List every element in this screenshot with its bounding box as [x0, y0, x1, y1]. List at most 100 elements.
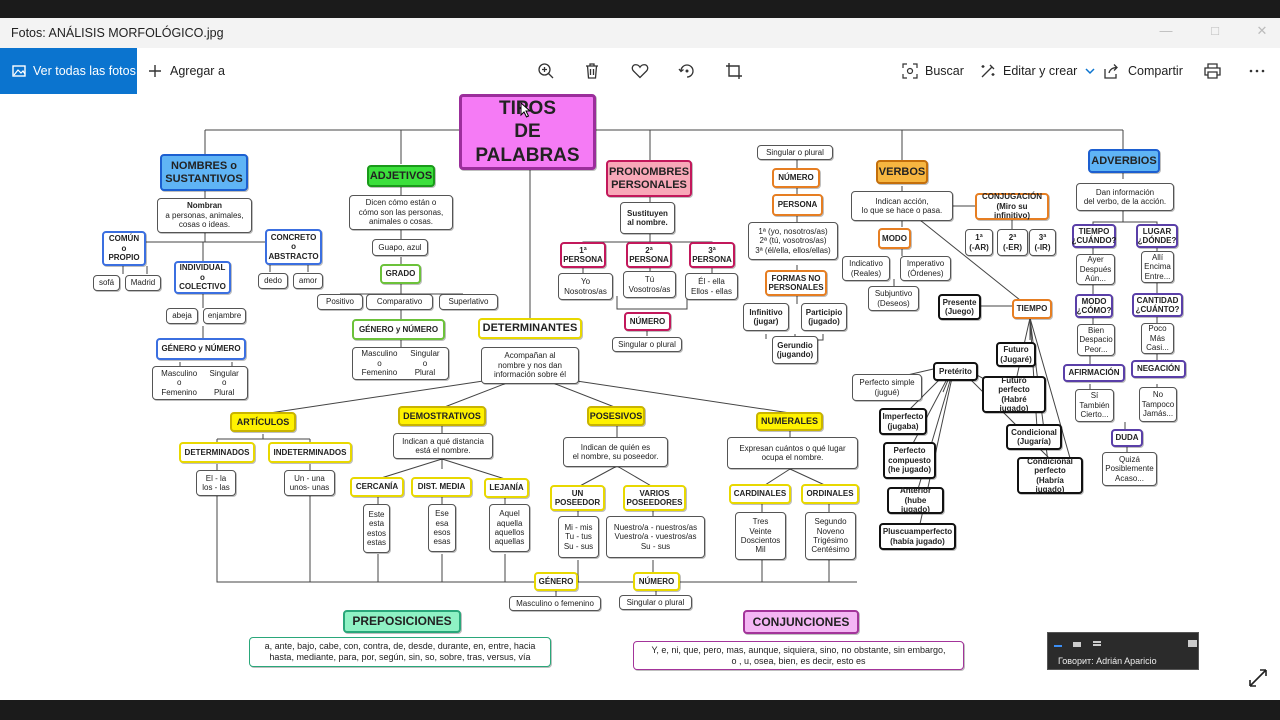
- node-adjetivos: ADJETIVOS: [367, 165, 435, 187]
- adj-sing-plural: Singular o Plural: [410, 349, 440, 378]
- node-adverbio-cantidad: CANTIDAD ¿CUÁNTO?: [1132, 293, 1183, 317]
- node-duda: DUDA: [1111, 429, 1143, 447]
- add-to-button[interactable]: Agregar a: [148, 48, 225, 94]
- zoom-in-icon: [538, 63, 554, 79]
- share-button[interactable]: Compartir: [1104, 48, 1183, 94]
- node-determinantes-definition: Acompañan al nombre y nos dan informació…: [481, 347, 579, 384]
- node-tiempo: TIEMPO: [1012, 299, 1052, 319]
- node-cercania-examples: Este esta estos estas: [363, 504, 390, 553]
- top-black-bar: [0, 0, 1280, 18]
- node-demostrativos: DEMOSTRATIVOS: [398, 406, 486, 426]
- node-gerundio: Gerundio (jugando): [772, 336, 818, 364]
- node-formas-no-personales: FORMAS NO PERSONALES: [765, 270, 827, 296]
- node-adjectives-genero-numero: GÉNERO y NÚMERO: [352, 319, 445, 340]
- node-adverbio-lugar: LUGAR ¿DÓNDE?: [1136, 224, 1178, 248]
- node-primera-conjugacion: 1ª (-AR): [965, 229, 993, 256]
- node-determinantes-genero: GÉNERO: [534, 572, 578, 591]
- add-to-label: Agregar a: [170, 64, 225, 78]
- node-tercera-persona: 3ª PERSONA: [689, 242, 735, 268]
- node-madrid: Madrid: [125, 275, 161, 291]
- node-adverbio-modo: MODO ¿CÓMO?: [1075, 294, 1113, 318]
- node-infinitivo: Infinitivo (jugar): [743, 303, 789, 331]
- zoom-in-button[interactable]: [537, 48, 555, 94]
- node-dedo: dedo: [258, 273, 288, 289]
- node-un-poseedor-examples: Mi - mis Tu - tus Su - sus: [558, 516, 599, 558]
- window-titlebar: Fotos: ANÁLISIS MORFOLÓGICO.jpg — □ ✕: [0, 18, 1280, 48]
- node-persona-examples: 1ª (yo, nosotros/as) 2ª (tú, vosotros/as…: [748, 222, 838, 260]
- rotate-button[interactable]: [678, 48, 696, 94]
- node-p3-examples: Él - ella Ellos - ellas: [685, 273, 738, 300]
- node-pronouns-singular-plural: Singular o plural: [612, 337, 682, 352]
- more-dots-icon: [1249, 69, 1265, 73]
- node-conjunciones-list: Y, e, ni, que, pero, mas, aunque, siquie…: [633, 641, 964, 670]
- speaker-overlay: Говорит: Adrián Aparicio: [1047, 632, 1199, 670]
- view-all-photos-button[interactable]: Ver todas las fotos: [0, 48, 137, 94]
- node-futuro: Futuro (Jugaré): [996, 342, 1036, 367]
- close-icon[interactable]: ✕: [1256, 23, 1268, 38]
- node-participio: Participio (jugado): [801, 303, 847, 331]
- node-p2-examples: Tú Vosotros/as: [623, 271, 676, 298]
- node-determinantes-numero: NÚMERO: [633, 572, 680, 591]
- window-title: Fotos: ANÁLISIS MORFOLÓGICO.jpg: [11, 26, 224, 40]
- node-modo-examples: Bien Despacio Peor...: [1077, 324, 1115, 356]
- layout-icons: [1054, 640, 1197, 647]
- node-sofa: sofá: [93, 275, 120, 291]
- node-indeterminados: INDETERMINADOS: [268, 442, 352, 463]
- node-superlativo: Superlativo: [439, 294, 498, 310]
- node-individual-colectivo: INDIVIDUAL o COLECTIVO: [174, 261, 231, 294]
- more-options-button[interactable]: [1249, 48, 1265, 94]
- favorite-button[interactable]: [631, 48, 649, 94]
- gallery-icon: [12, 65, 26, 77]
- node-posesivos: POSESIVOS: [587, 406, 645, 426]
- node-preterito: Pretérito: [933, 362, 978, 381]
- print-button[interactable]: [1204, 48, 1221, 94]
- node-negacion: NEGACIÓN: [1131, 360, 1186, 378]
- node-demostrativos-definition: Indican a qué distancia está el nombre.: [393, 433, 493, 459]
- node-concreto-abstracto: CONCRETO o ABSTRACTO: [265, 229, 322, 265]
- node-subjuntivo: Subjuntivo (Deseos): [868, 286, 919, 311]
- node-anterior: Anterior (hube jugado): [887, 486, 944, 514]
- node-adverbs-definition: Dan información del verbo, de la acción.: [1076, 183, 1174, 211]
- node-determinados-examples: El - la los - las: [196, 470, 236, 496]
- node-segunda-persona: 2ª PERSONA: [626, 242, 672, 268]
- photo-viewer: TIPOS DE PALABRAS NOMBRES o SUSTANTIVOS …: [0, 94, 1280, 700]
- node-determinados: DETERMINADOS: [179, 442, 255, 463]
- node-numerales: NUMERALES: [756, 412, 823, 431]
- heart-icon: [631, 64, 649, 79]
- node-nombres-sustantivos: NOMBRES o SUSTANTIVOS: [160, 154, 248, 191]
- node-preposiciones-list: a, ante, bajo, cabe, con, contra, de, de…: [249, 637, 551, 667]
- node-verbos: VERBOS: [876, 160, 928, 184]
- node-abeja: abeja: [166, 308, 198, 324]
- node-numerales-definition: Expresan cuántos o qué lugar ocupa el no…: [727, 437, 858, 469]
- crop-button[interactable]: [725, 48, 743, 94]
- trash-icon: [586, 63, 598, 79]
- node-tercera-conjugacion: 3ª (-IR): [1029, 229, 1056, 256]
- edit-create-button[interactable]: Editar y crear: [980, 48, 1095, 94]
- fullscreen-expand-icon[interactable]: [1248, 668, 1268, 688]
- node-distancia-examples: Ese esa esos esas: [428, 504, 456, 552]
- node-imperfecto: Imperfecto (jugaba): [879, 408, 927, 435]
- node-lejania: LEJANÍA: [484, 478, 529, 498]
- node-amor: amor: [293, 273, 323, 289]
- node-positivo: Positivo: [317, 294, 363, 310]
- node-distancia-media: DIST. MEDIA: [411, 477, 472, 497]
- maximize-icon[interactable]: □: [1211, 23, 1219, 38]
- nouns-def-bold: Nombran: [186, 201, 223, 211]
- view-all-label: Ver todas las fotos: [33, 64, 136, 78]
- node-negacion-examples: No Tampoco Jamás...: [1139, 387, 1177, 422]
- search-label: Buscar: [925, 64, 964, 78]
- node-imperativo: Imperativo (Órdenes): [900, 256, 951, 281]
- title-tipos-de-palabras: TIPOS DE PALABRAS: [459, 94, 596, 170]
- node-perfecto-compuesto: Perfecto compuesto (he jugado): [883, 442, 936, 479]
- minimize-icon[interactable]: —: [1159, 23, 1173, 38]
- node-cardinales: CARDINALES: [729, 484, 791, 504]
- node-pronouns-definition: Sustituyen al nombre.: [620, 202, 675, 234]
- delete-button[interactable]: [584, 48, 600, 94]
- node-nouns-genero-numero: GÉNERO y NÚMERO: [156, 338, 246, 360]
- node-modo: MODO: [878, 228, 911, 249]
- search-button[interactable]: Buscar: [902, 48, 964, 94]
- node-tiempo-examples: Ayer Después Aún...: [1076, 254, 1115, 285]
- node-varios-poseedores: VARIOS POSEEDORES: [623, 485, 686, 511]
- adj-masc-fem: Masculino o Femenino: [361, 349, 398, 378]
